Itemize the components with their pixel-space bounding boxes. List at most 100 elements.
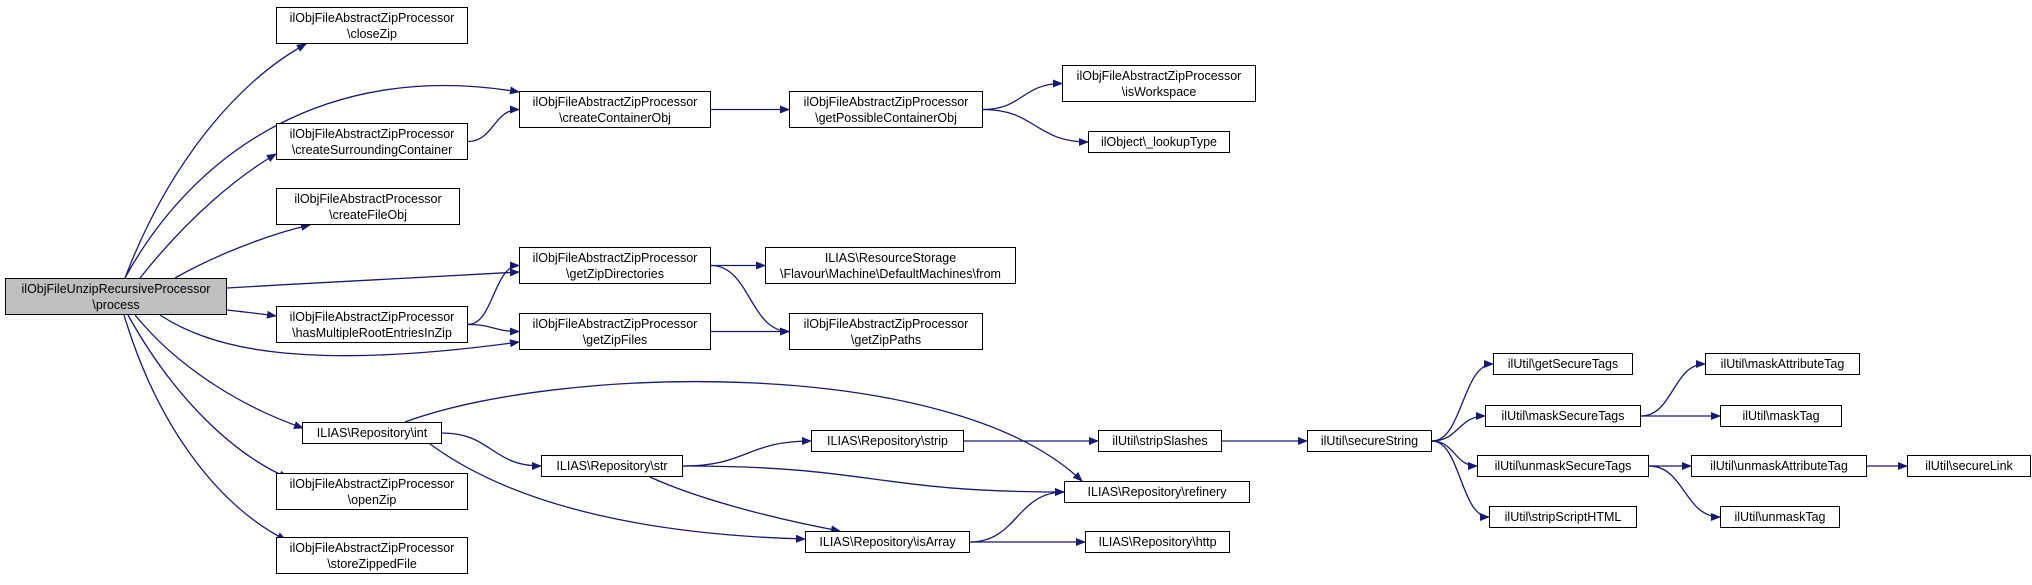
node-mask-secure-tags[interactable]: ilUtil\maskSecureTags	[1485, 405, 1641, 427]
node-refinery[interactable]: ILIAS\Repository\refinery	[1064, 481, 1250, 503]
node-label-line2: \process	[92, 297, 140, 312]
edge-getPossibleContainerObj-to-lookupType	[982, 108, 1089, 146]
node-label-line2: \Flavour\Machine\DefaultMachines\from	[780, 266, 1001, 281]
node-open-zip[interactable]: ilObjFileAbstractZipProcessor\openZip	[276, 473, 468, 510]
edge-hasMultipleRootEntriesInZip-to-getZipFiles	[467, 323, 520, 336]
node-label-line2: \getZipPaths	[850, 332, 922, 347]
node-label-line1: ilUtil\stripScriptHTML	[1504, 510, 1622, 524]
node-strip-slashes[interactable]: ilUtil\stripSlashes	[1098, 430, 1222, 452]
node-unmask-secure-tags[interactable]: ilUtil\unmaskSecureTags	[1477, 455, 1649, 477]
node-strip-script-html[interactable]: ilUtil\stripScriptHTML	[1489, 506, 1637, 528]
node-mask-tag[interactable]: ilUtil\maskTag	[1720, 405, 1842, 427]
edge-int-to-isArray	[429, 443, 806, 543]
node-label-line1: ilObjFileAbstractZipProcessor	[532, 94, 698, 109]
node-mask-attribute-tag[interactable]: ilUtil\maskAttributeTag	[1705, 353, 1860, 375]
node-label-line1: ilObject\_lookupType	[1100, 135, 1218, 149]
edge-int-to-str	[441, 432, 542, 470]
node-is-workspace[interactable]: ilObjFileAbstractZipProcessor\isWorkspac…	[1062, 65, 1256, 102]
node-label-line1: ILIAS\Repository\str	[556, 459, 668, 473]
node-is-array[interactable]: ILIAS\Repository\isArray	[805, 531, 970, 553]
node-label-line2: \getZipDirectories	[566, 266, 664, 281]
node-label-line1: ilUtil\secureLink	[1925, 459, 2013, 473]
edge-isArray-to-refinery	[969, 488, 1065, 543]
node-label-line2: \hasMultipleRootEntriesInZip	[292, 325, 452, 340]
node-label-line1: ILIAS\ResourceStorage	[824, 250, 957, 265]
node-label-line2: \getPossibleContainerObj	[815, 110, 957, 125]
node-label-line1: ilUtil\maskTag	[1742, 409, 1820, 423]
node-int[interactable]: ILIAS\Repository\int	[302, 422, 442, 444]
node-get-secure-tags[interactable]: ilUtil\getSecureTags	[1493, 353, 1633, 375]
node-unmask-tag[interactable]: ilUtil\unmaskTag	[1720, 506, 1840, 528]
edge-root-to-createSurroundingContainer	[139, 153, 277, 279]
edge-unmaskSecureTags-to-unmaskTag	[1648, 465, 1721, 521]
node-label-line1: ILIAS\Repository\http	[1098, 535, 1217, 549]
node-lookup-type[interactable]: ilObject\_lookupType	[1088, 131, 1230, 153]
node-unmask-attribute-tag[interactable]: ilUtil\unmaskAttributeTag	[1691, 455, 1867, 477]
node-get-zip-files[interactable]: ilObjFileAbstractZipProcessor\getZipFile…	[519, 313, 711, 350]
node-label-line2: \createFileObj	[329, 207, 407, 222]
edge-root-to-openZip	[127, 314, 289, 479]
node-label-line1: ilUtil\unmaskTag	[1734, 510, 1826, 524]
node-label-line1: ilObjFileAbstractProcessor	[294, 191, 442, 206]
edge-createSurroundingContainer-to-createContainerObj	[467, 105, 520, 143]
node-label-line1: ilObjFileAbstractZipProcessor	[289, 126, 455, 141]
edge-getZipDirectories-to-getZipPaths	[710, 264, 790, 336]
edge-root-to-hasMultipleRootEntriesInZip	[226, 309, 277, 319]
node-label-line1: ilUtil\unmaskSecureTags	[1494, 459, 1632, 473]
edge-root-to-createFileObj	[174, 223, 311, 279]
node-close-zip[interactable]: ilObjFileAbstractZipProcessor\closeZip	[276, 7, 468, 44]
edge-secureString-to-stripScriptHTML	[1431, 440, 1490, 521]
node-get-zip-directories[interactable]: ilObjFileAbstractZipProcessor\getZipDire…	[519, 247, 711, 284]
node-label-line1: ilObjFileAbstractZipProcessor	[1076, 68, 1242, 83]
node-from[interactable]: ILIAS\ResourceStorage\Flavour\Machine\De…	[765, 247, 1016, 284]
node-label-line1: ilObjFileAbstractZipProcessor	[289, 476, 455, 491]
node-strip[interactable]: ILIAS\Repository\strip	[811, 430, 964, 452]
node-label-line1: ilUtil\maskSecureTags	[1501, 409, 1625, 423]
node-label-line1: ilObjFileAbstractZipProcessor	[289, 309, 455, 324]
node-label-line1: ilObjFileAbstractZipProcessor	[289, 540, 455, 555]
edge-secureString-to-getSecureTags	[1431, 360, 1494, 442]
node-label-line1: ILIAS\Repository\refinery	[1087, 485, 1227, 499]
node-create-file-obj[interactable]: ilObjFileAbstractProcessor\createFileObj	[276, 188, 460, 225]
edge-root-to-getZipDirectories	[226, 268, 520, 289]
node-create-container-obj[interactable]: ilObjFileAbstractZipProcessor\createCont…	[519, 91, 711, 128]
node-label-line2: \openZip	[347, 492, 397, 507]
node-store-zipped-file[interactable]: ilObjFileAbstractZipProcessor\storeZippe…	[276, 537, 468, 574]
node-label-line1: ilUtil\secureString	[1320, 434, 1419, 448]
node-label-line2: \createSurroundingContainer	[291, 142, 453, 157]
node-label-line2: \isWorkspace	[1121, 84, 1197, 99]
node-secure-link[interactable]: ilUtil\secureLink	[1907, 455, 2031, 477]
edge-int-to-refinery	[404, 380, 1083, 482]
node-label-line1: ilObjFileAbstractZipProcessor	[532, 250, 698, 265]
edge-str-to-strip	[682, 437, 812, 467]
node-root[interactable]: ilObjFileUnzipRecursiveProcessor\process	[5, 278, 227, 315]
node-label-line2: \createContainerObj	[559, 110, 671, 125]
node-label-line1: ilUtil\stripSlashes	[1112, 434, 1208, 448]
node-str[interactable]: ILIAS\Repository\str	[541, 455, 683, 477]
node-create-surrounding-container[interactable]: ilObjFileAbstractZipProcessor\createSurr…	[276, 123, 468, 160]
node-has-multiple-root-entries-in-zip[interactable]: ilObjFileAbstractZipProcessor\hasMultipl…	[276, 306, 468, 343]
edge-root-to-int	[134, 314, 304, 429]
node-label-line1: ilUtil\getSecureTags	[1507, 357, 1619, 371]
edge-root-to-getZipFiles	[159, 314, 520, 357]
node-label-line1: ILIAS\Repository\int	[316, 426, 428, 440]
edge-getPossibleContainerObj-to-isWorkspace	[982, 79, 1063, 111]
node-label-line2: \closeZip	[346, 26, 398, 41]
node-get-zip-paths[interactable]: ilObjFileAbstractZipProcessor\getZipPath…	[789, 313, 983, 350]
node-label-line2: \getZipFiles	[582, 332, 648, 347]
edge-hasMultipleRootEntriesInZip-to-getZipDirectories	[467, 261, 520, 326]
node-label-line1: ilObjFileAbstractZipProcessor	[289, 10, 455, 25]
edge-str-to-refinery	[682, 465, 1065, 496]
edge-root-to-storeZippedFile	[123, 314, 287, 541]
node-secure-string[interactable]: ilUtil\secureString	[1307, 430, 1432, 452]
node-label-line1: ilObjFileUnzipRecursiveProcessor	[21, 281, 211, 296]
node-get-possible-container-obj[interactable]: ilObjFileAbstractZipProcessor\getPossibl…	[789, 91, 983, 128]
edge-str-to-isArray	[649, 476, 841, 534]
node-http[interactable]: ILIAS\Repository\http	[1085, 531, 1230, 553]
edge-root-to-closeZip	[124, 43, 307, 279]
node-label-line1: ilUtil\unmaskAttributeTag	[1710, 459, 1848, 473]
node-label-line1: ILIAS\Repository\strip	[827, 434, 948, 448]
edge-secureString-to-maskSecureTags	[1431, 412, 1486, 442]
node-label-line2: \storeZippedFile	[327, 556, 417, 571]
